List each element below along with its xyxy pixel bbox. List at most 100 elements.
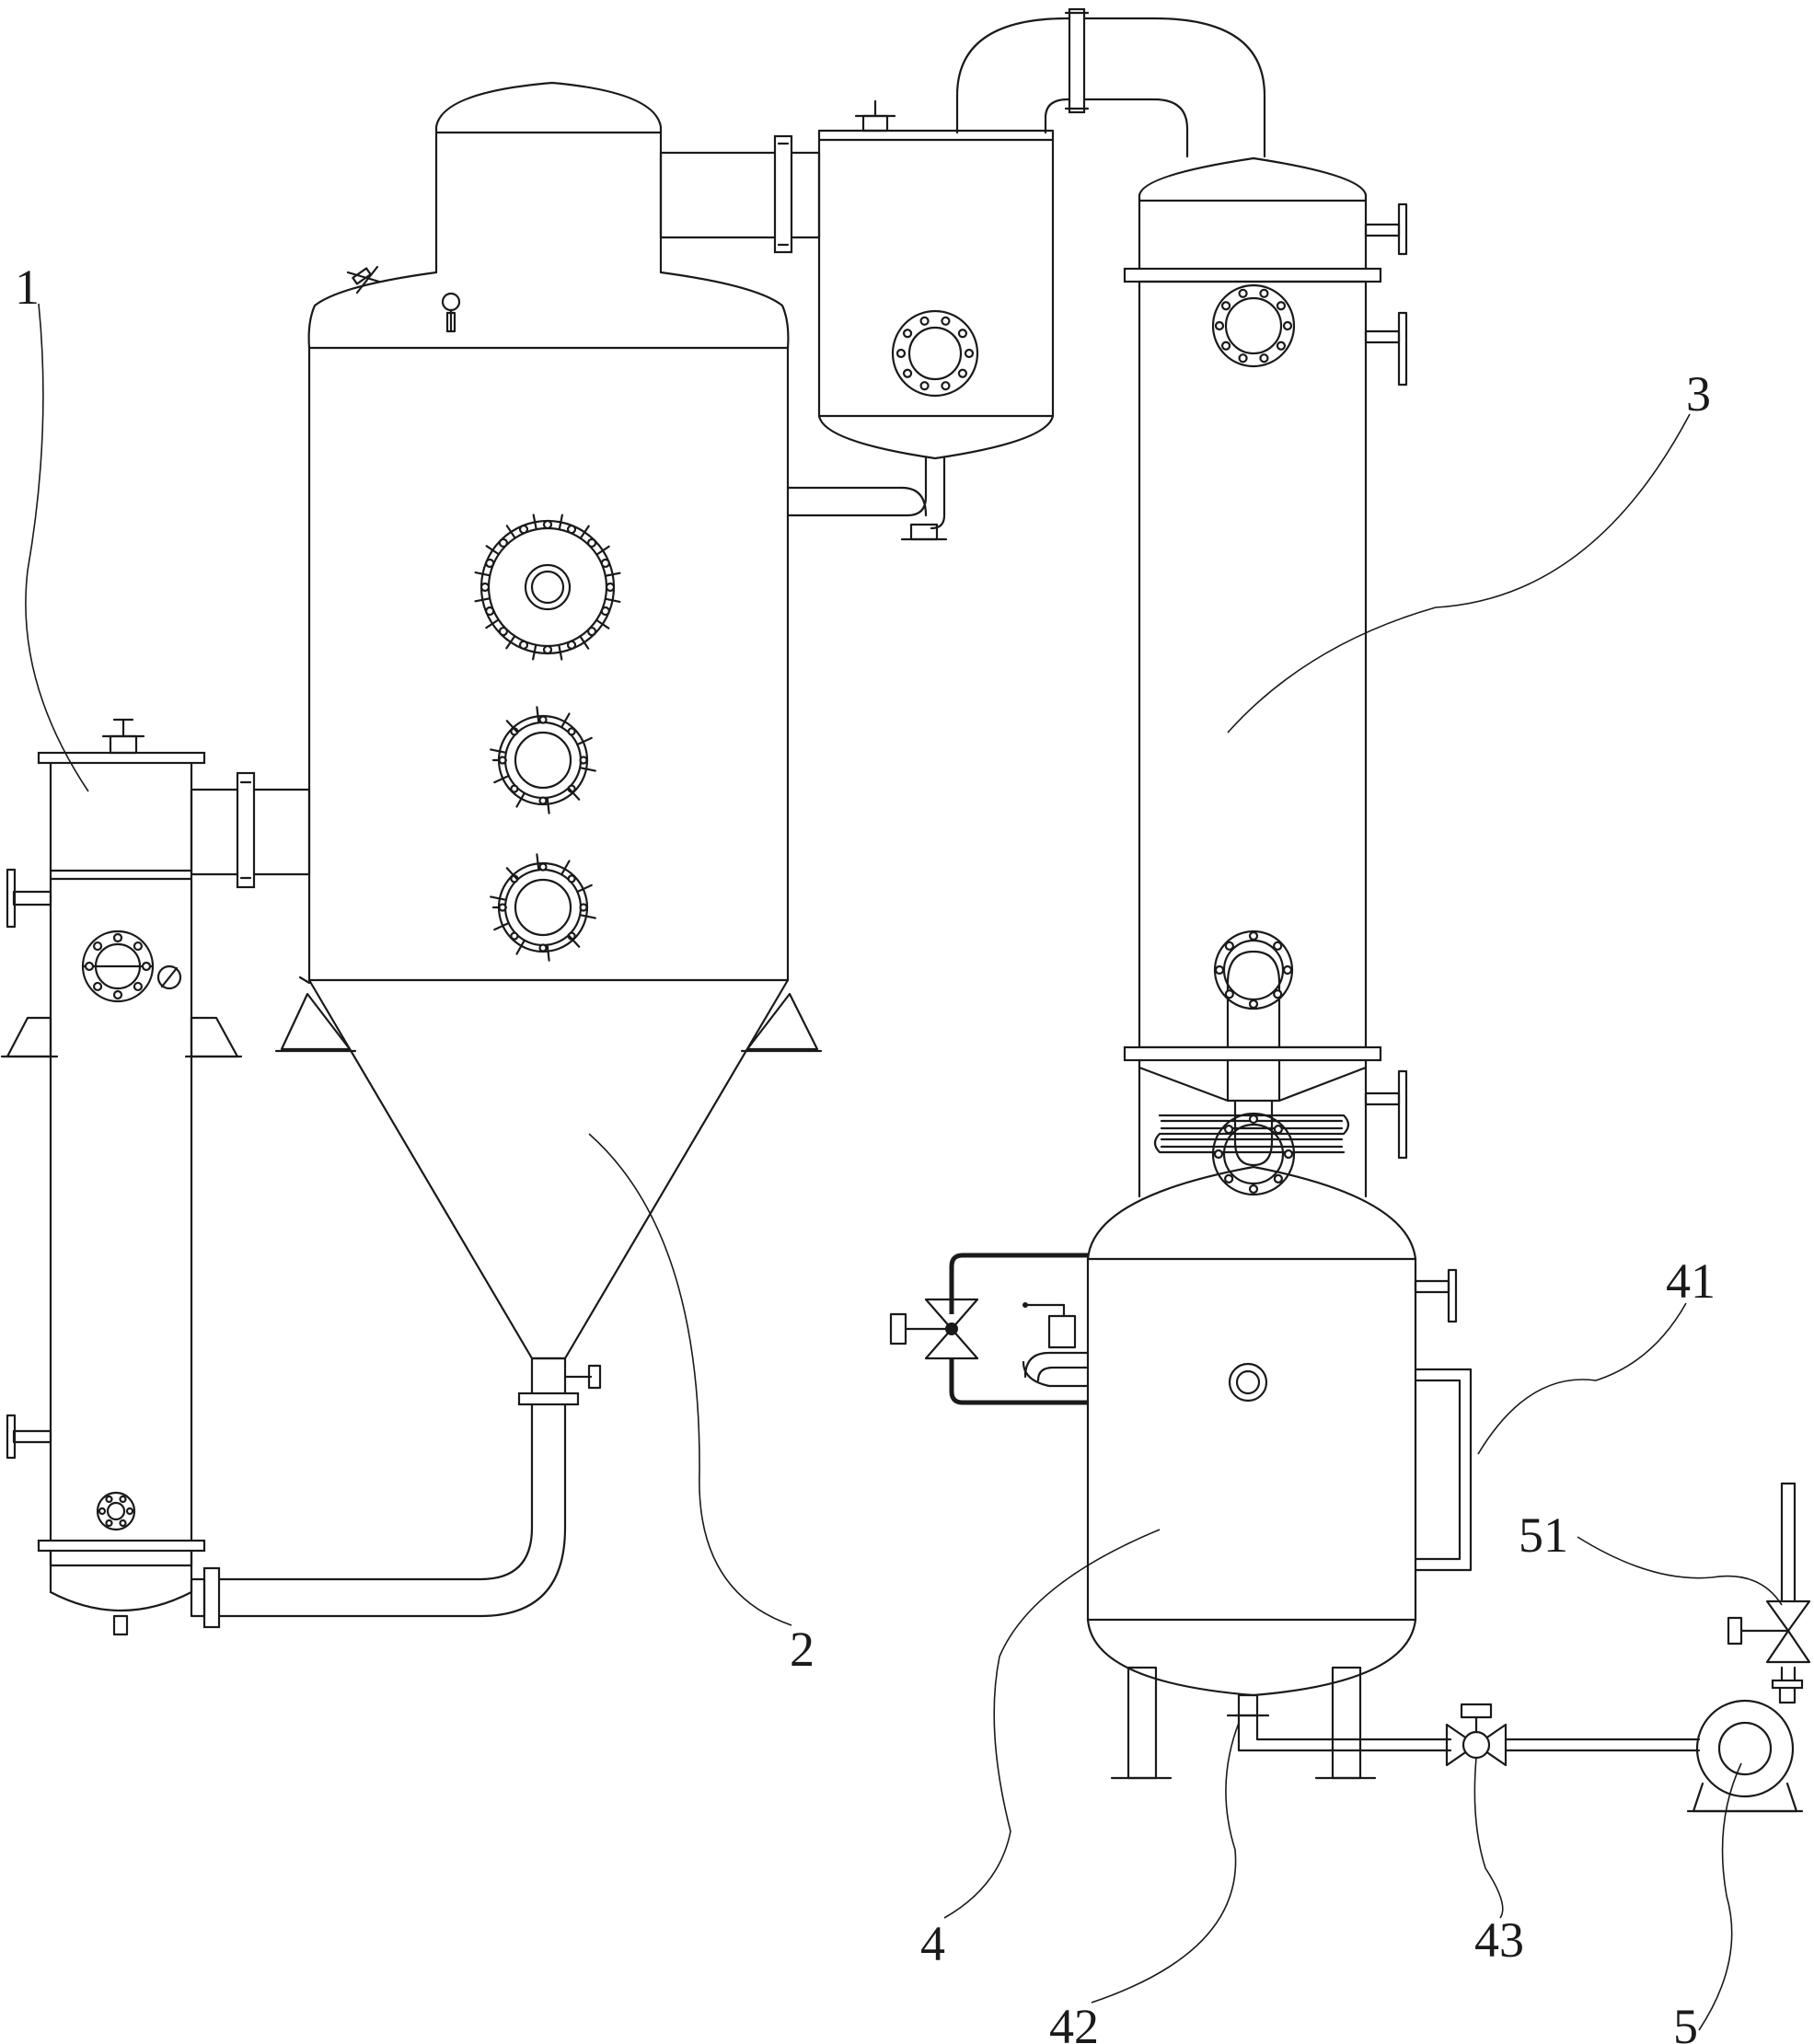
vapor-duct-1-to-2 <box>190 771 311 889</box>
clamp-tick <box>474 572 491 577</box>
clamp-bolt <box>605 582 616 593</box>
clamp-bolt <box>538 862 548 872</box>
clamp-bolt <box>485 606 495 617</box>
clamp-tick <box>532 643 537 661</box>
clamp-tick <box>579 914 596 919</box>
leader-43 <box>1473 1757 1504 1919</box>
clamp-tick <box>604 597 621 603</box>
flange-bolt <box>1248 1114 1259 1125</box>
flange-bolt <box>941 381 951 391</box>
arched-vapor-pipe <box>955 7 1266 158</box>
clamp-tick <box>493 774 510 784</box>
clamp-tick <box>505 525 516 539</box>
return-pipe-2-to-1 <box>190 1403 567 1629</box>
clamp-bolt <box>498 903 507 912</box>
flange-bolt <box>1259 353 1269 364</box>
flange-bolt <box>957 368 968 378</box>
leader-51 <box>1577 1536 1783 1606</box>
clamp-tick <box>560 712 571 729</box>
clamp-bolt <box>579 756 588 765</box>
bypass-loop <box>889 1253 1090 1405</box>
flange-bolt <box>98 1507 107 1516</box>
clamp-bolt <box>566 525 577 535</box>
label-5: 5 <box>1673 1999 1698 2044</box>
label-2: 2 <box>790 1622 815 1677</box>
flange-bolt <box>919 381 930 391</box>
clamp-tick <box>576 883 593 894</box>
label-43: 43 <box>1474 1912 1524 1968</box>
flange-bolt <box>964 348 975 359</box>
clamp-tick <box>546 943 550 962</box>
clamp-bolt <box>567 727 576 736</box>
condenser-3 <box>1123 156 1408 1198</box>
flange-bolt <box>92 941 103 952</box>
label-1: 1 <box>15 260 40 315</box>
flange-bolt <box>133 981 144 992</box>
flange-bolt <box>957 329 968 339</box>
clamp-tick <box>505 634 516 650</box>
clamp-tick <box>505 720 519 733</box>
clamp-tick <box>558 643 563 661</box>
clamp-bolt <box>567 874 576 883</box>
duct-2-to-tank <box>659 134 821 254</box>
clamp-tick <box>536 706 540 724</box>
clamp-bolt <box>510 931 519 941</box>
heat-exchanger-1 <box>0 718 243 1636</box>
flange-bolt <box>1238 288 1248 298</box>
label-4: 4 <box>920 1916 945 1971</box>
clamp-tick <box>515 791 526 808</box>
leader-1 <box>25 303 89 792</box>
flange-bolt <box>1273 989 1283 999</box>
evaporator-vessel-2 <box>274 81 823 1406</box>
clamp-bolt <box>586 537 597 549</box>
flange-bolt <box>1214 964 1225 976</box>
clamp-bolt <box>542 519 553 530</box>
clamp-tick <box>576 736 593 746</box>
label-42: 42 <box>1049 1999 1099 2044</box>
flange-bolt <box>84 961 95 972</box>
flange-bolt <box>1214 320 1225 331</box>
clamp-tick <box>536 853 540 872</box>
flange-bolt <box>1224 989 1234 999</box>
flange-bolt <box>1276 301 1287 311</box>
leader-lines <box>25 303 1783 2031</box>
flange-bolt <box>919 316 930 326</box>
label-41: 41 <box>1666 1253 1716 1309</box>
clamp-bolt <box>586 626 597 637</box>
flange-bolt <box>112 932 123 943</box>
flange-bolt <box>902 329 913 339</box>
flange-bolt <box>1273 941 1283 951</box>
clamp-tick <box>474 597 491 603</box>
flange-bolt <box>1224 1125 1234 1135</box>
flange-bolt <box>1282 320 1293 331</box>
clamp-tick <box>505 867 519 881</box>
flange-bolt <box>895 348 907 359</box>
receiver-tank-4 <box>1086 1165 1473 1780</box>
clamp-bolt <box>510 784 519 793</box>
flange-bolt <box>1248 1184 1259 1195</box>
clamp-tick <box>490 748 507 754</box>
flange-bolt <box>1220 301 1231 311</box>
flange-bolt <box>1220 341 1231 351</box>
flange-bolt <box>119 1495 127 1504</box>
clamp-tick <box>579 635 590 650</box>
flange-bolt <box>941 316 951 326</box>
clamp-bolt <box>542 644 553 655</box>
clamp-tick <box>485 618 500 629</box>
flange-bolt <box>1273 1125 1283 1135</box>
flange-bolt <box>1273 1173 1283 1184</box>
flange-bolt <box>1276 341 1287 351</box>
flange-bolt <box>1224 941 1234 951</box>
clamp-tick <box>579 767 596 772</box>
flange-bolt <box>119 1519 127 1528</box>
leader-3 <box>1227 413 1691 733</box>
flange-bolt <box>1282 964 1293 976</box>
flange-bolt <box>133 941 144 952</box>
clamp-tick <box>579 525 590 540</box>
flange-bolt <box>1283 1149 1294 1160</box>
clamp-tick <box>558 514 563 531</box>
leader-41 <box>1477 1302 1687 1455</box>
leader-4 <box>943 1529 1161 1919</box>
clamp-bolt <box>479 582 491 593</box>
